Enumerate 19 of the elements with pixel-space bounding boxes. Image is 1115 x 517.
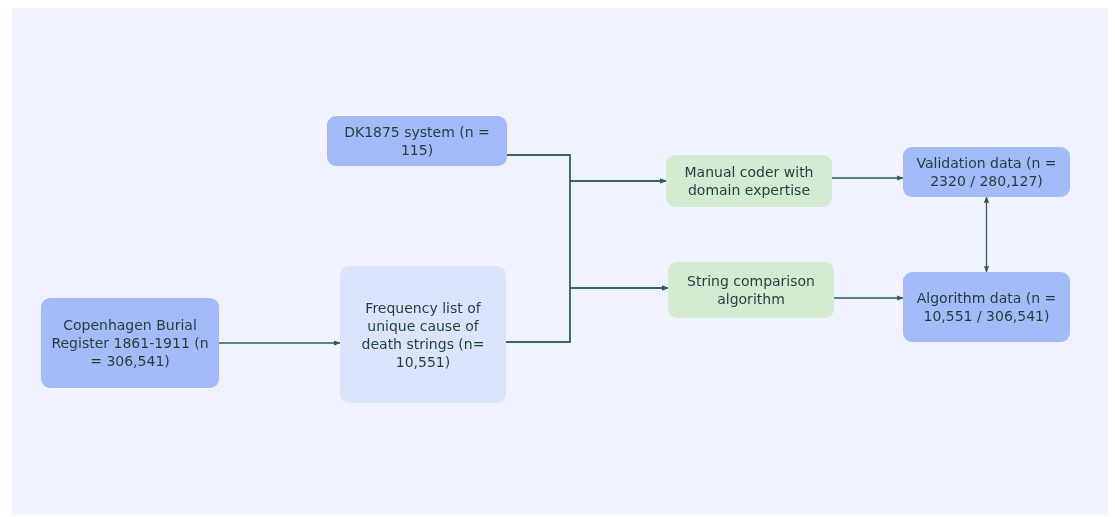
output-box	[903, 147, 1070, 197]
arrow	[505, 285, 669, 343]
arrow	[833, 295, 904, 301]
node-label: Copenhagen Burial Register 1861-1911 (n = 306,541)	[50, 316, 210, 370]
node-label: Manual coder with domain expertise	[683, 163, 815, 199]
source-box	[41, 298, 219, 388]
node-label: Frequency list of unique cause of death strings (n= 10,551)	[360, 298, 486, 371]
arrow	[218, 340, 341, 346]
process-box	[340, 266, 506, 403]
arrow	[983, 196, 990, 273]
arrow	[831, 175, 904, 181]
node-label: Validation data (n = 2320 / 280,127)	[915, 154, 1058, 190]
output-box	[903, 272, 1070, 342]
node-label: DK1875 system (n = 115)	[343, 123, 491, 159]
process-box	[666, 155, 832, 207]
process-box	[327, 116, 507, 166]
node-label: String comparison algorithm	[686, 272, 816, 308]
node-label: Algorithm data (n = 10,551 / 306,541)	[915, 289, 1058, 325]
process-box	[668, 262, 834, 318]
